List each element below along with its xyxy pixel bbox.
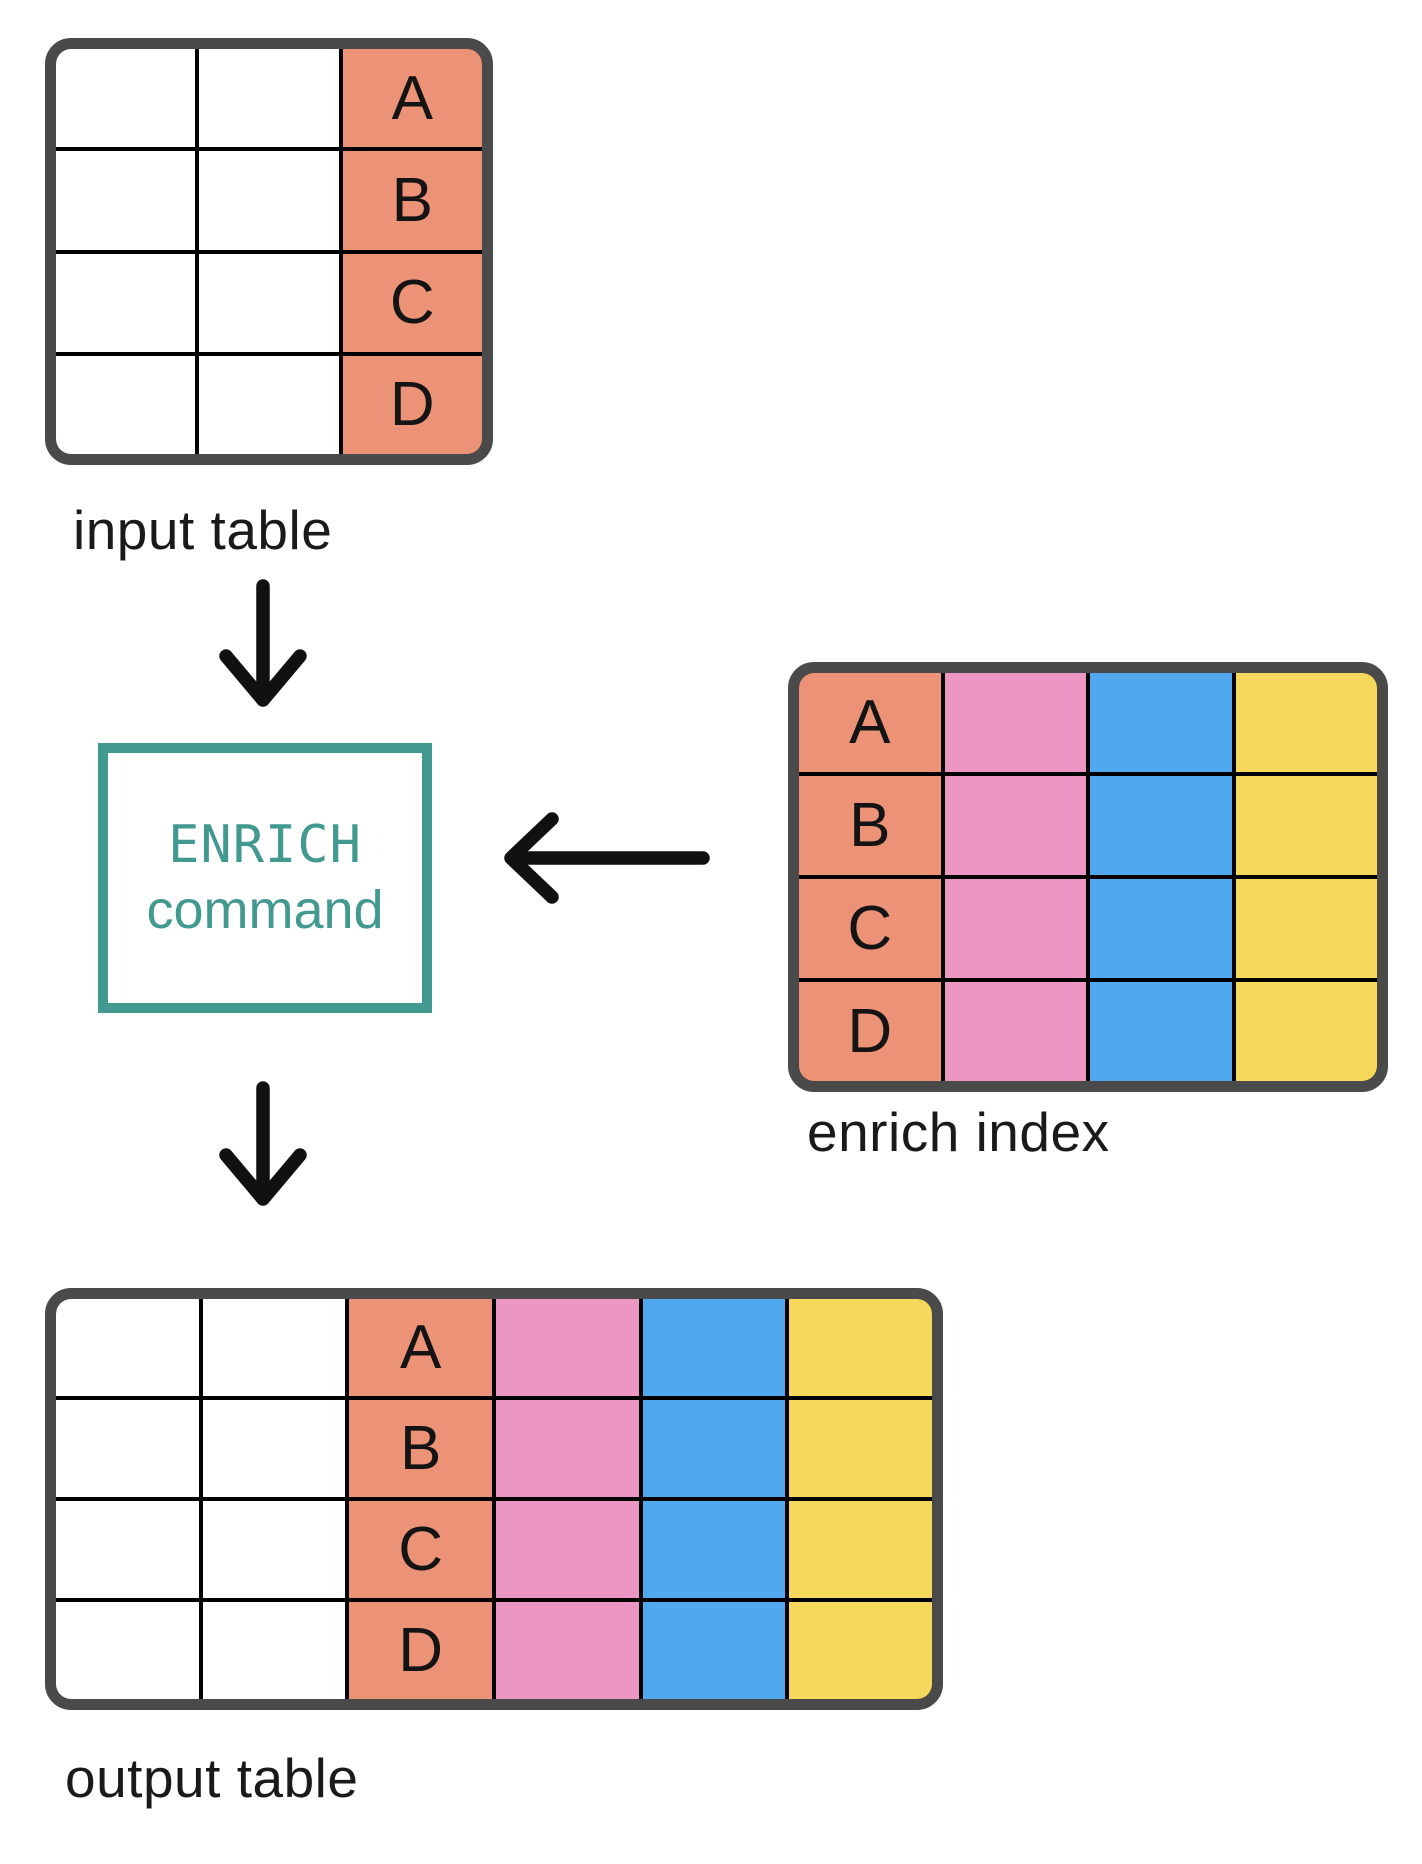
output-key-cell: C <box>349 1501 492 1598</box>
output-value-cell-yellow <box>789 1501 932 1598</box>
output-table-label: output table <box>65 1747 359 1809</box>
index-value-cell-yellow <box>1235 982 1377 1081</box>
input-table: A B C D <box>45 38 493 465</box>
output-cell-blank <box>56 1602 199 1699</box>
index-value-cell-yellow <box>1235 673 1377 772</box>
enrich-index-label: enrich index <box>807 1101 1110 1163</box>
input-key-cell: D <box>342 355 482 454</box>
output-cell-blank <box>202 1400 346 1497</box>
index-value-cell-blue <box>1090 673 1232 772</box>
index-value-cell-pink <box>944 982 1086 1081</box>
index-value-cell-pink <box>944 776 1086 875</box>
input-cell-blank <box>56 355 196 454</box>
input-table-label: input table <box>73 499 333 561</box>
output-cell-blank <box>56 1299 199 1396</box>
output-value-cell-blue <box>642 1299 786 1396</box>
input-cell-blank <box>56 253 196 352</box>
output-value-cell-pink <box>496 1400 639 1497</box>
arrow-left-icon <box>498 812 713 912</box>
index-value-cell-pink <box>944 879 1086 978</box>
output-cell-blank <box>202 1602 346 1699</box>
output-value-cell-blue <box>642 1400 786 1497</box>
output-value-cell-pink <box>496 1299 639 1396</box>
input-cell-blank <box>199 253 339 352</box>
enrich-keyword: ENRICH <box>168 815 362 875</box>
input-key-cell: C <box>342 253 482 352</box>
output-cell-blank <box>56 1400 199 1497</box>
index-value-cell-blue <box>1090 776 1232 875</box>
arrow-down-icon <box>213 1080 313 1217</box>
output-key-cell: B <box>349 1400 492 1497</box>
input-cell-blank <box>199 151 339 250</box>
enrich-index-table: A B C D <box>788 662 1388 1092</box>
output-value-cell-yellow <box>789 1400 932 1497</box>
index-key-cell: A <box>799 673 941 772</box>
output-value-cell-blue <box>642 1501 786 1598</box>
output-cell-blank <box>202 1299 346 1396</box>
output-key-cell: D <box>349 1602 492 1699</box>
index-value-cell-yellow <box>1235 879 1377 978</box>
input-cell-blank <box>56 49 196 148</box>
output-table: A B C D <box>45 1288 943 1710</box>
input-cell-blank <box>56 151 196 250</box>
output-value-cell-yellow <box>789 1602 932 1699</box>
index-key-cell: D <box>799 982 941 1081</box>
input-key-cell: B <box>342 151 482 250</box>
output-cell-blank <box>202 1501 346 1598</box>
output-value-cell-blue <box>642 1602 786 1699</box>
index-value-cell-yellow <box>1235 776 1377 875</box>
input-key-cell: A <box>342 49 482 148</box>
index-value-cell-blue <box>1090 879 1232 978</box>
enrich-command-word: command <box>146 880 384 940</box>
index-key-cell: C <box>799 879 941 978</box>
index-key-cell: B <box>799 776 941 875</box>
output-value-cell-pink <box>496 1602 639 1699</box>
output-key-cell: A <box>349 1299 492 1396</box>
arrow-down-icon <box>213 578 313 718</box>
index-value-cell-pink <box>944 673 1086 772</box>
output-value-cell-pink <box>496 1501 639 1598</box>
output-cell-blank <box>56 1501 199 1598</box>
input-cell-blank <box>199 49 339 148</box>
enrich-command-box: ENRICH command <box>98 743 432 1013</box>
input-cell-blank <box>199 355 339 454</box>
output-value-cell-yellow <box>789 1299 932 1396</box>
index-value-cell-blue <box>1090 982 1232 1081</box>
